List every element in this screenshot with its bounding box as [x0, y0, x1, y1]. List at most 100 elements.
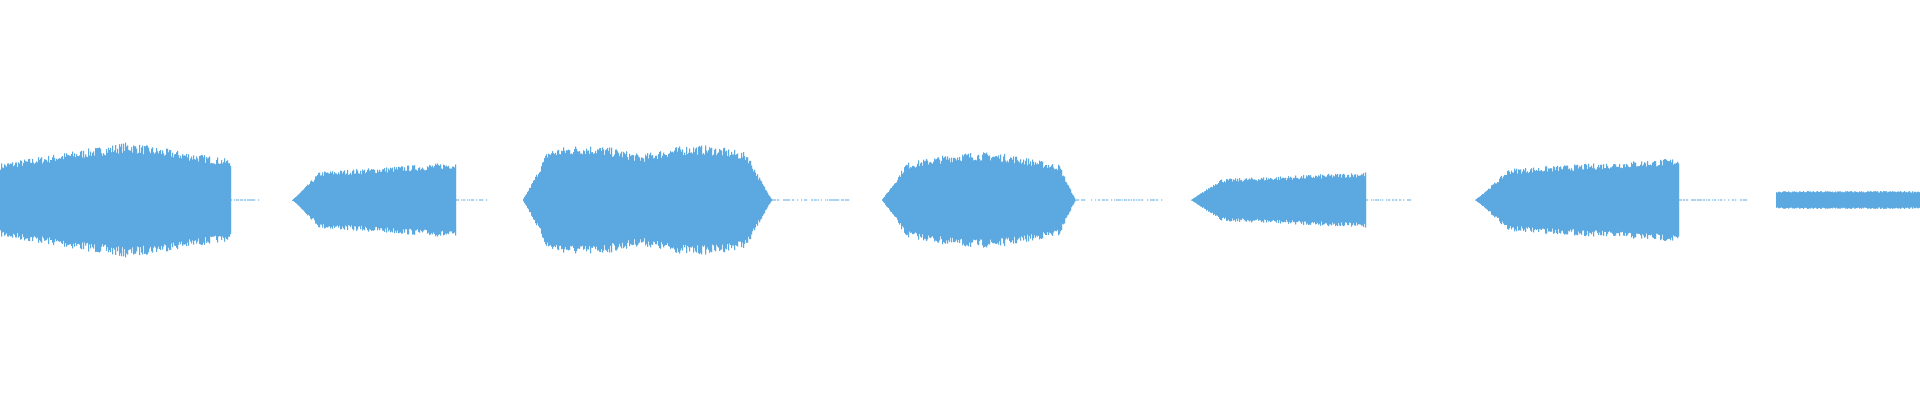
- waveform-sample: [1627, 165, 1629, 235]
- waveform-sample: [1349, 177, 1351, 223]
- waveform-sample: [84, 157, 86, 243]
- waveform-sample: [4, 164, 6, 236]
- waveform-sample: [1862, 192, 1864, 208]
- waveform-sample: [1218, 183, 1220, 217]
- waveform-sample: [1520, 169, 1522, 231]
- waveform-sample: [725, 151, 727, 249]
- waveform-sample: [158, 153, 160, 247]
- waveform-sample: [735, 154, 737, 246]
- waveform-sample: [1299, 179, 1301, 221]
- waveform-sample: [118, 153, 120, 247]
- waveform-sample: [683, 155, 685, 245]
- waveform-sample: [988, 156, 990, 244]
- waveform-sample: [17, 167, 19, 233]
- waveform-sample: [1907, 192, 1909, 208]
- waveform-sample: [1161, 199, 1163, 201]
- waveform-sample: [1901, 191, 1903, 209]
- waveform-sample: [33, 162, 35, 238]
- waveform-sample: [699, 145, 701, 255]
- waveform-sample: [1295, 175, 1297, 225]
- waveform-sample: [104, 154, 106, 246]
- waveform-sample: [1908, 191, 1910, 209]
- waveform-sample: [525, 195, 527, 205]
- waveform-sample: [1868, 191, 1870, 209]
- waveform-sample: [1323, 175, 1325, 225]
- waveform-sample: [610, 154, 612, 246]
- waveform-sample: [1344, 174, 1346, 226]
- waveform-sample: [1839, 191, 1841, 209]
- waveform-sample: [1193, 198, 1195, 202]
- waveform-sample: [611, 147, 613, 253]
- waveform-sample: [189, 160, 191, 240]
- waveform-sample: [1263, 177, 1265, 223]
- waveform-sample: [1803, 191, 1805, 209]
- waveform-sample: [805, 199, 807, 201]
- waveform-sample: [1281, 178, 1283, 222]
- waveform-sample: [1596, 169, 1598, 231]
- waveform-sample: [446, 165, 448, 235]
- waveform-sample: [208, 157, 210, 243]
- waveform-sample: [439, 165, 441, 235]
- waveform-sample: [1500, 176, 1502, 224]
- waveform-sample: [752, 168, 754, 232]
- waveform-sample: [399, 167, 401, 233]
- waveform-sample: [1287, 178, 1289, 222]
- waveform-sample: [1192, 199, 1194, 201]
- waveform-sample: [1735, 199, 1737, 201]
- waveform-sample: [354, 173, 356, 227]
- waveform-sample: [1524, 170, 1526, 230]
- waveform-sample: [921, 162, 923, 238]
- waveform-sample: [1338, 177, 1340, 223]
- waveform-sample: [1875, 191, 1877, 209]
- waveform-sample: [1497, 181, 1499, 219]
- waveform-sample: [1070, 189, 1072, 211]
- waveform-sample: [1669, 161, 1671, 239]
- waveform-sample: [710, 148, 712, 252]
- waveform-sample: [435, 163, 437, 237]
- waveform-sample: [660, 151, 662, 249]
- waveform-sample: [362, 169, 364, 231]
- waveform-sample: [681, 151, 683, 249]
- waveform-sample: [324, 171, 326, 229]
- waveform-sample: [1786, 191, 1788, 209]
- waveform-sample: [1012, 159, 1014, 241]
- waveform-sample: [1340, 174, 1342, 226]
- waveform-sample: [481, 199, 483, 201]
- waveform-sample: [1228, 180, 1230, 220]
- waveform-sample: [1870, 191, 1872, 209]
- waveform-sample: [185, 155, 187, 245]
- waveform-sample: [198, 161, 200, 239]
- waveform-sample: [806, 199, 808, 201]
- waveform-sample: [677, 151, 679, 249]
- waveform-sample: [383, 169, 385, 231]
- waveform-sample: [186, 153, 188, 247]
- waveform-sample: [1537, 170, 1539, 230]
- waveform-sample: [1613, 164, 1615, 236]
- waveform-sample: [192, 159, 194, 241]
- waveform-sample: [125, 142, 127, 258]
- waveform-sample: [155, 152, 157, 248]
- waveform-sample: [331, 172, 333, 228]
- waveform-sample: [576, 148, 578, 252]
- waveform-sample: [1250, 179, 1252, 221]
- waveform-sample: [785, 199, 787, 201]
- waveform-sample: [1828, 191, 1830, 209]
- waveform-sample: [642, 157, 644, 243]
- waveform-sample: [248, 199, 250, 201]
- waveform-sample: [658, 154, 660, 246]
- waveform-sample: [1493, 184, 1495, 216]
- waveform-bars: [0, 142, 1920, 258]
- waveform-sample: [1700, 199, 1702, 201]
- waveform-sample: [891, 188, 893, 212]
- waveform-sample: [364, 169, 366, 231]
- waveform-sample: [617, 151, 619, 249]
- waveform-sample: [160, 150, 162, 250]
- waveform-sample: [594, 153, 596, 247]
- waveform-sample: [293, 198, 295, 202]
- waveform-sample: [1028, 158, 1030, 242]
- waveform-sample: [1540, 170, 1542, 230]
- waveform-sample: [62, 156, 64, 244]
- waveform-sample: [544, 158, 546, 242]
- waveform-sample: [1838, 191, 1840, 209]
- waveform-sample: [1495, 183, 1497, 217]
